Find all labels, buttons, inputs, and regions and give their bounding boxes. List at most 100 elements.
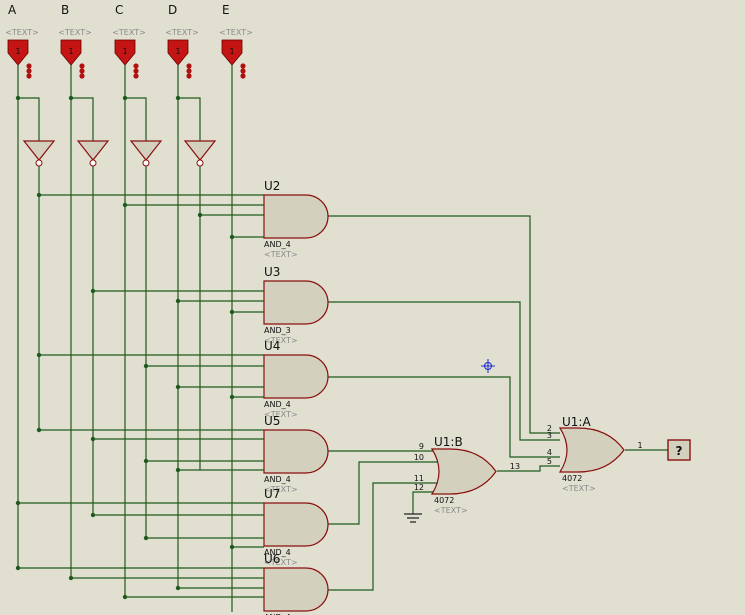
- pin-number: 5: [547, 457, 552, 466]
- junction-dot: [197, 212, 203, 218]
- junction-dot: [15, 565, 21, 571]
- ground-wire: [412, 491, 440, 514]
- gate-type: AND_4: [264, 240, 291, 249]
- and-gate-u2[interactable]: [263, 194, 329, 239]
- junction-dot: [175, 467, 181, 473]
- led-dot: [133, 73, 139, 79]
- not-gate: [183, 140, 217, 161]
- junction-dot: [90, 512, 96, 518]
- and-gate-u5[interactable]: [263, 429, 329, 474]
- u7-output: [328, 461, 440, 525]
- gate-text-placeholder: <TEXT>: [264, 410, 298, 419]
- logic-state-value: 1: [122, 47, 127, 56]
- led-dot: [186, 63, 192, 69]
- pin-number: 4: [547, 448, 552, 457]
- logic-probe-value: ?: [676, 444, 683, 458]
- u3-output: [328, 301, 560, 441]
- and-gate-u3[interactable]: [263, 280, 329, 325]
- logic-state-b-toggle[interactable]: [60, 39, 82, 66]
- logic-state-e-toggle[interactable]: [221, 39, 243, 66]
- led-dot: [133, 63, 139, 69]
- not-gate-bubble: [142, 159, 150, 167]
- led-dot: [79, 63, 85, 69]
- gate-text-placeholder: <TEXT>: [264, 336, 298, 345]
- inverter-feed: [71, 97, 94, 141]
- gate-reference: U2: [264, 179, 280, 193]
- gate-reference: U1:A: [562, 415, 591, 429]
- input-label-c: C: [115, 3, 123, 17]
- junction-dot: [175, 298, 181, 304]
- pin-number: 11: [414, 474, 424, 483]
- input-label-d: D: [168, 3, 177, 17]
- not-gate-bubble: [89, 159, 97, 167]
- pin-number: 10: [414, 453, 424, 462]
- logic-state-value: 1: [175, 47, 180, 56]
- cursor-circle: [484, 362, 492, 370]
- pin-number: 13: [510, 462, 520, 471]
- input-text-placeholder: <TEXT>: [58, 28, 92, 37]
- gate-text-placeholder: <TEXT>: [264, 485, 298, 494]
- junction-dot: [229, 309, 235, 315]
- u4-output: [328, 376, 560, 458]
- and-gate-u6[interactable]: [263, 567, 329, 612]
- and-gate-u7[interactable]: [263, 502, 329, 547]
- input-text-placeholder: <TEXT>: [219, 28, 253, 37]
- input-text-placeholder: <TEXT>: [112, 28, 146, 37]
- and-gate-u4[interactable]: [263, 354, 329, 399]
- junction-dot: [122, 202, 128, 208]
- junction-dot: [229, 544, 235, 550]
- logic-state-value: 1: [68, 47, 73, 56]
- junction-dot: [143, 535, 149, 541]
- junction-dot: [36, 352, 42, 358]
- gate-type: AND_4: [264, 475, 291, 484]
- or-gate-u1a[interactable]: [558, 427, 625, 473]
- pin-number: 1: [637, 441, 642, 450]
- led-dot: [240, 63, 246, 69]
- input-text-placeholder: <TEXT>: [165, 28, 199, 37]
- led-dot: [26, 63, 32, 69]
- junction-dot: [90, 436, 96, 442]
- pin-number: 9: [419, 442, 424, 451]
- ground-icon: [404, 513, 422, 523]
- not-gate: [129, 140, 163, 161]
- gate-reference: U1:B: [434, 435, 463, 449]
- not-gate-bubble: [35, 159, 43, 167]
- crosshair-cursor-icon: [481, 359, 495, 373]
- or-gate-u1b[interactable]: [430, 448, 497, 495]
- logic-state-d-toggle[interactable]: [167, 39, 189, 66]
- gate-reference: U7: [264, 487, 280, 501]
- gate-reference: U4: [264, 339, 280, 353]
- junction-dot: [90, 288, 96, 294]
- logic-probe-output[interactable]: [667, 439, 691, 461]
- led-dot: [186, 73, 192, 79]
- gate-type: AND_4: [264, 548, 291, 557]
- gate-reference: U5: [264, 414, 280, 428]
- cursor-cross: [481, 359, 495, 373]
- led-dot: [133, 68, 139, 74]
- logic-state-a-toggle[interactable]: [7, 39, 29, 66]
- junction-dot: [175, 384, 181, 390]
- inverter-feed: [125, 97, 147, 141]
- input-label-a: A: [8, 3, 17, 17]
- led-dot: [186, 68, 192, 74]
- gate-type: 4072: [562, 474, 582, 483]
- junction-dot: [175, 585, 181, 591]
- led-dot: [79, 73, 85, 79]
- junction-dot: [229, 234, 235, 240]
- gate-text-placeholder: <TEXT>: [264, 250, 298, 259]
- pin-number: 3: [547, 431, 552, 440]
- gate-text-placeholder: <TEXT>: [264, 558, 298, 567]
- input-label-b: B: [61, 3, 69, 17]
- junction-dot: [229, 394, 235, 400]
- led-dot: [79, 68, 85, 74]
- junction-dot: [36, 192, 42, 198]
- junction-dot: [143, 458, 149, 464]
- not-gate-bubble: [196, 159, 204, 167]
- logic-state-value: 1: [15, 47, 20, 56]
- led-dot: [240, 73, 246, 79]
- u6-output: [328, 482, 440, 591]
- not-gate: [22, 140, 56, 161]
- logic-state-c-toggle[interactable]: [114, 39, 136, 66]
